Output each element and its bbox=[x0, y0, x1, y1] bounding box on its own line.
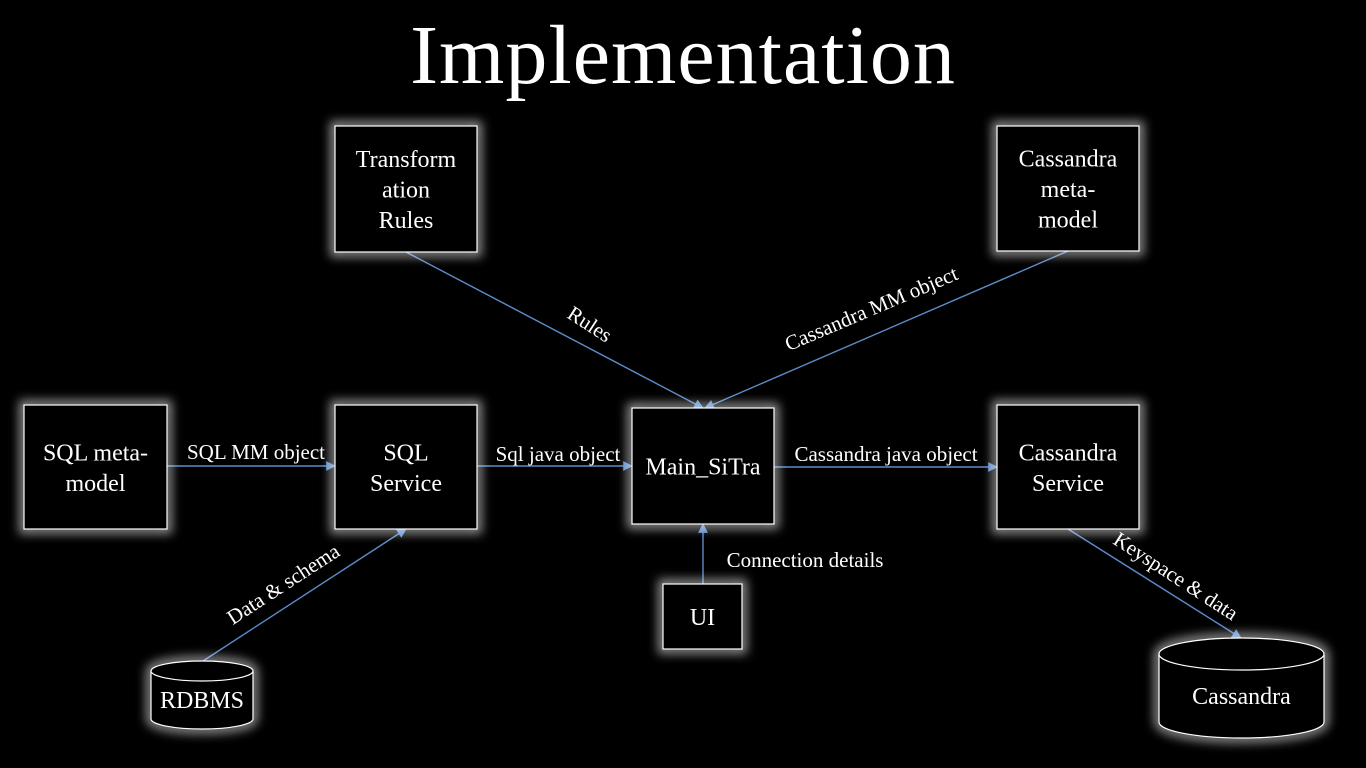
cylinder-shape bbox=[1158, 637, 1325, 739]
edge-label-text: Rules bbox=[563, 301, 616, 347]
node-box bbox=[996, 125, 1140, 252]
edge-label-text: Cassandra java object bbox=[794, 442, 977, 466]
node-box bbox=[334, 125, 478, 253]
node-box bbox=[631, 407, 775, 525]
node-label-line: ation bbox=[382, 178, 430, 204]
edge-cassandra-service-to-cassandra bbox=[1067, 528, 1242, 639]
edge-label: Sql java object bbox=[496, 442, 621, 466]
edge-label-text: Sql java object bbox=[496, 442, 621, 466]
edge-transformation-rules-to-main-sitra bbox=[405, 251, 704, 409]
edge-label: SQL MM object bbox=[187, 440, 325, 464]
node-label-line: model bbox=[66, 471, 126, 497]
node-sql-meta-model: SQL meta-model bbox=[19, 400, 172, 534]
node-label-line: model bbox=[1038, 208, 1098, 234]
node-label-line: meta- bbox=[1041, 177, 1096, 203]
arrow-line bbox=[202, 528, 407, 662]
page-title: Implementation bbox=[410, 9, 956, 102]
node-cassandra: Cassandra bbox=[1154, 633, 1329, 743]
node-rdbms: RDBMS bbox=[146, 656, 258, 734]
node-label-line: Main_SiTra bbox=[645, 455, 760, 481]
node-label-line: Cassandra bbox=[1019, 440, 1118, 466]
node-box bbox=[996, 404, 1140, 530]
edges-layer bbox=[167, 250, 1242, 662]
nodes-layer: TransformationRulesCassandrameta-modelSQ… bbox=[19, 121, 1329, 743]
node-label-line: Transform bbox=[356, 147, 457, 173]
edge-label: Rules bbox=[563, 301, 616, 347]
node-label-line: Service bbox=[1032, 471, 1104, 497]
edge-rdbms-to-sql-service bbox=[202, 528, 407, 662]
node-label-line: Service bbox=[370, 471, 442, 497]
arrow-line bbox=[405, 251, 704, 409]
node-label: Cassandra bbox=[1192, 684, 1291, 710]
node-label-line: SQL bbox=[383, 440, 428, 466]
arrow-line bbox=[704, 250, 1069, 409]
node-cassandra-meta-model: Cassandra meta-model bbox=[992, 121, 1144, 256]
arrow-line bbox=[1067, 528, 1242, 639]
node-label-line: Cassandra bbox=[1019, 147, 1118, 173]
node-label: RDBMS bbox=[160, 688, 244, 714]
edge-label-text: Data & schema bbox=[222, 538, 344, 629]
edge-label: Keyspace & data bbox=[1109, 527, 1243, 626]
edge-label-text: Connection details bbox=[727, 548, 884, 572]
cylinder-shape bbox=[150, 660, 254, 730]
node-ui: UI bbox=[658, 579, 747, 654]
edge-label: Data & schema bbox=[222, 538, 344, 629]
node-box bbox=[662, 583, 743, 650]
node-label-line: SQL meta- bbox=[43, 440, 148, 466]
node-label-line: Rules bbox=[379, 208, 434, 234]
edge-cassandra-meta-model-to-main-sitra bbox=[704, 250, 1069, 409]
node-box bbox=[23, 404, 168, 530]
node-main-sitra: Main_SiTra bbox=[627, 403, 779, 529]
node-box bbox=[334, 404, 478, 530]
edge-label: Cassandra java object bbox=[794, 442, 977, 466]
edge-label-text: Keyspace & data bbox=[1109, 527, 1243, 626]
edge-label: Connection details bbox=[727, 548, 884, 572]
node-sql-service: SQL Service bbox=[330, 400, 482, 534]
edge-label-text: SQL MM object bbox=[187, 440, 325, 464]
node-label-line: UI bbox=[690, 605, 715, 631]
